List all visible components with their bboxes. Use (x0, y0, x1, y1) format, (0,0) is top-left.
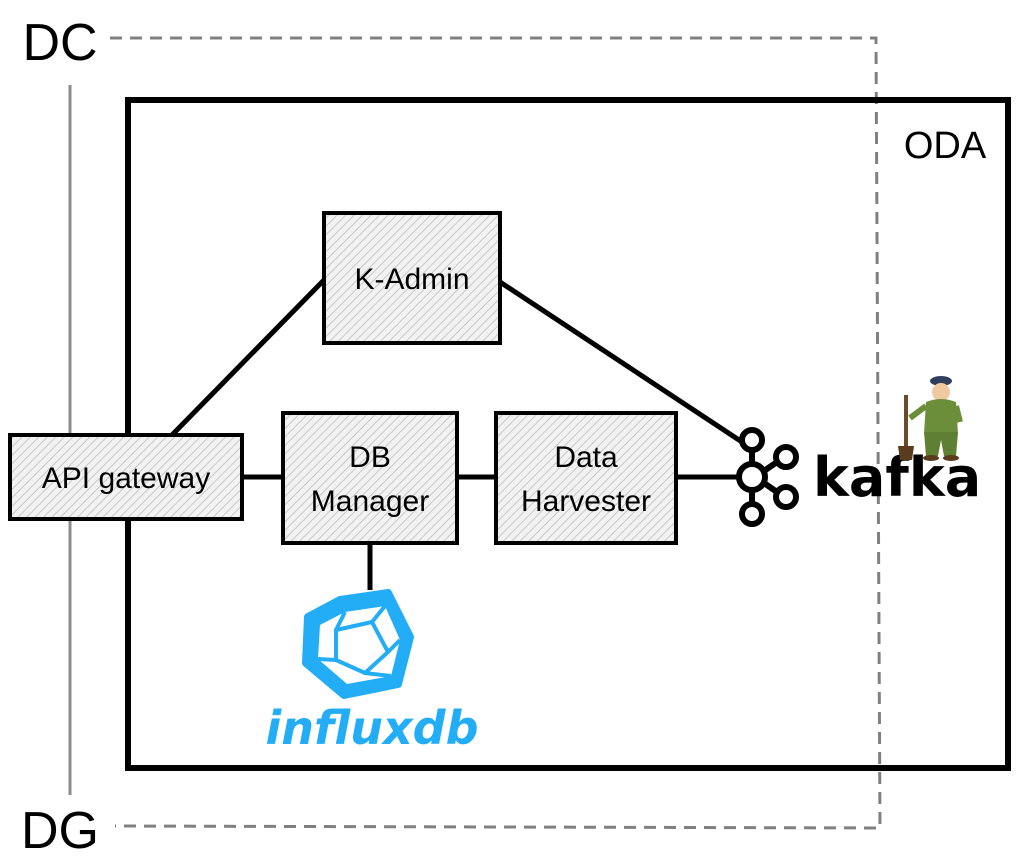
kafka-icon (736, 427, 799, 527)
api-gateway-box: API gateway (8, 433, 244, 521)
oda-label: ODA (904, 125, 987, 167)
kafka-mascot-icon (898, 376, 963, 461)
data-harvester-box: Data Harvester (494, 411, 678, 545)
connector-gateway-kadmin (170, 278, 326, 437)
data-harvester-label-line2: Harvester (521, 485, 651, 518)
influxdb-wordmark: influxdb (266, 701, 479, 755)
db-manager-label-line1: DB (349, 441, 391, 474)
data-harvester-label-line1: Data (554, 441, 618, 474)
db-manager-label-line2: Manager (311, 485, 429, 518)
dc-label: DC (22, 14, 97, 72)
db-manager-box: DB Manager (281, 411, 459, 545)
k-admin-box: K-Admin (322, 211, 502, 345)
api-gateway-label: API gateway (42, 462, 210, 495)
dc-dg-dashed-boundary (110, 36, 882, 830)
influxdb-logo: influxdb (266, 589, 479, 755)
connector-kadmin-kafka (498, 279, 744, 445)
influxdb-icon (302, 589, 414, 699)
dg-label: DG (21, 802, 99, 860)
k-admin-label: K-Admin (354, 263, 469, 296)
